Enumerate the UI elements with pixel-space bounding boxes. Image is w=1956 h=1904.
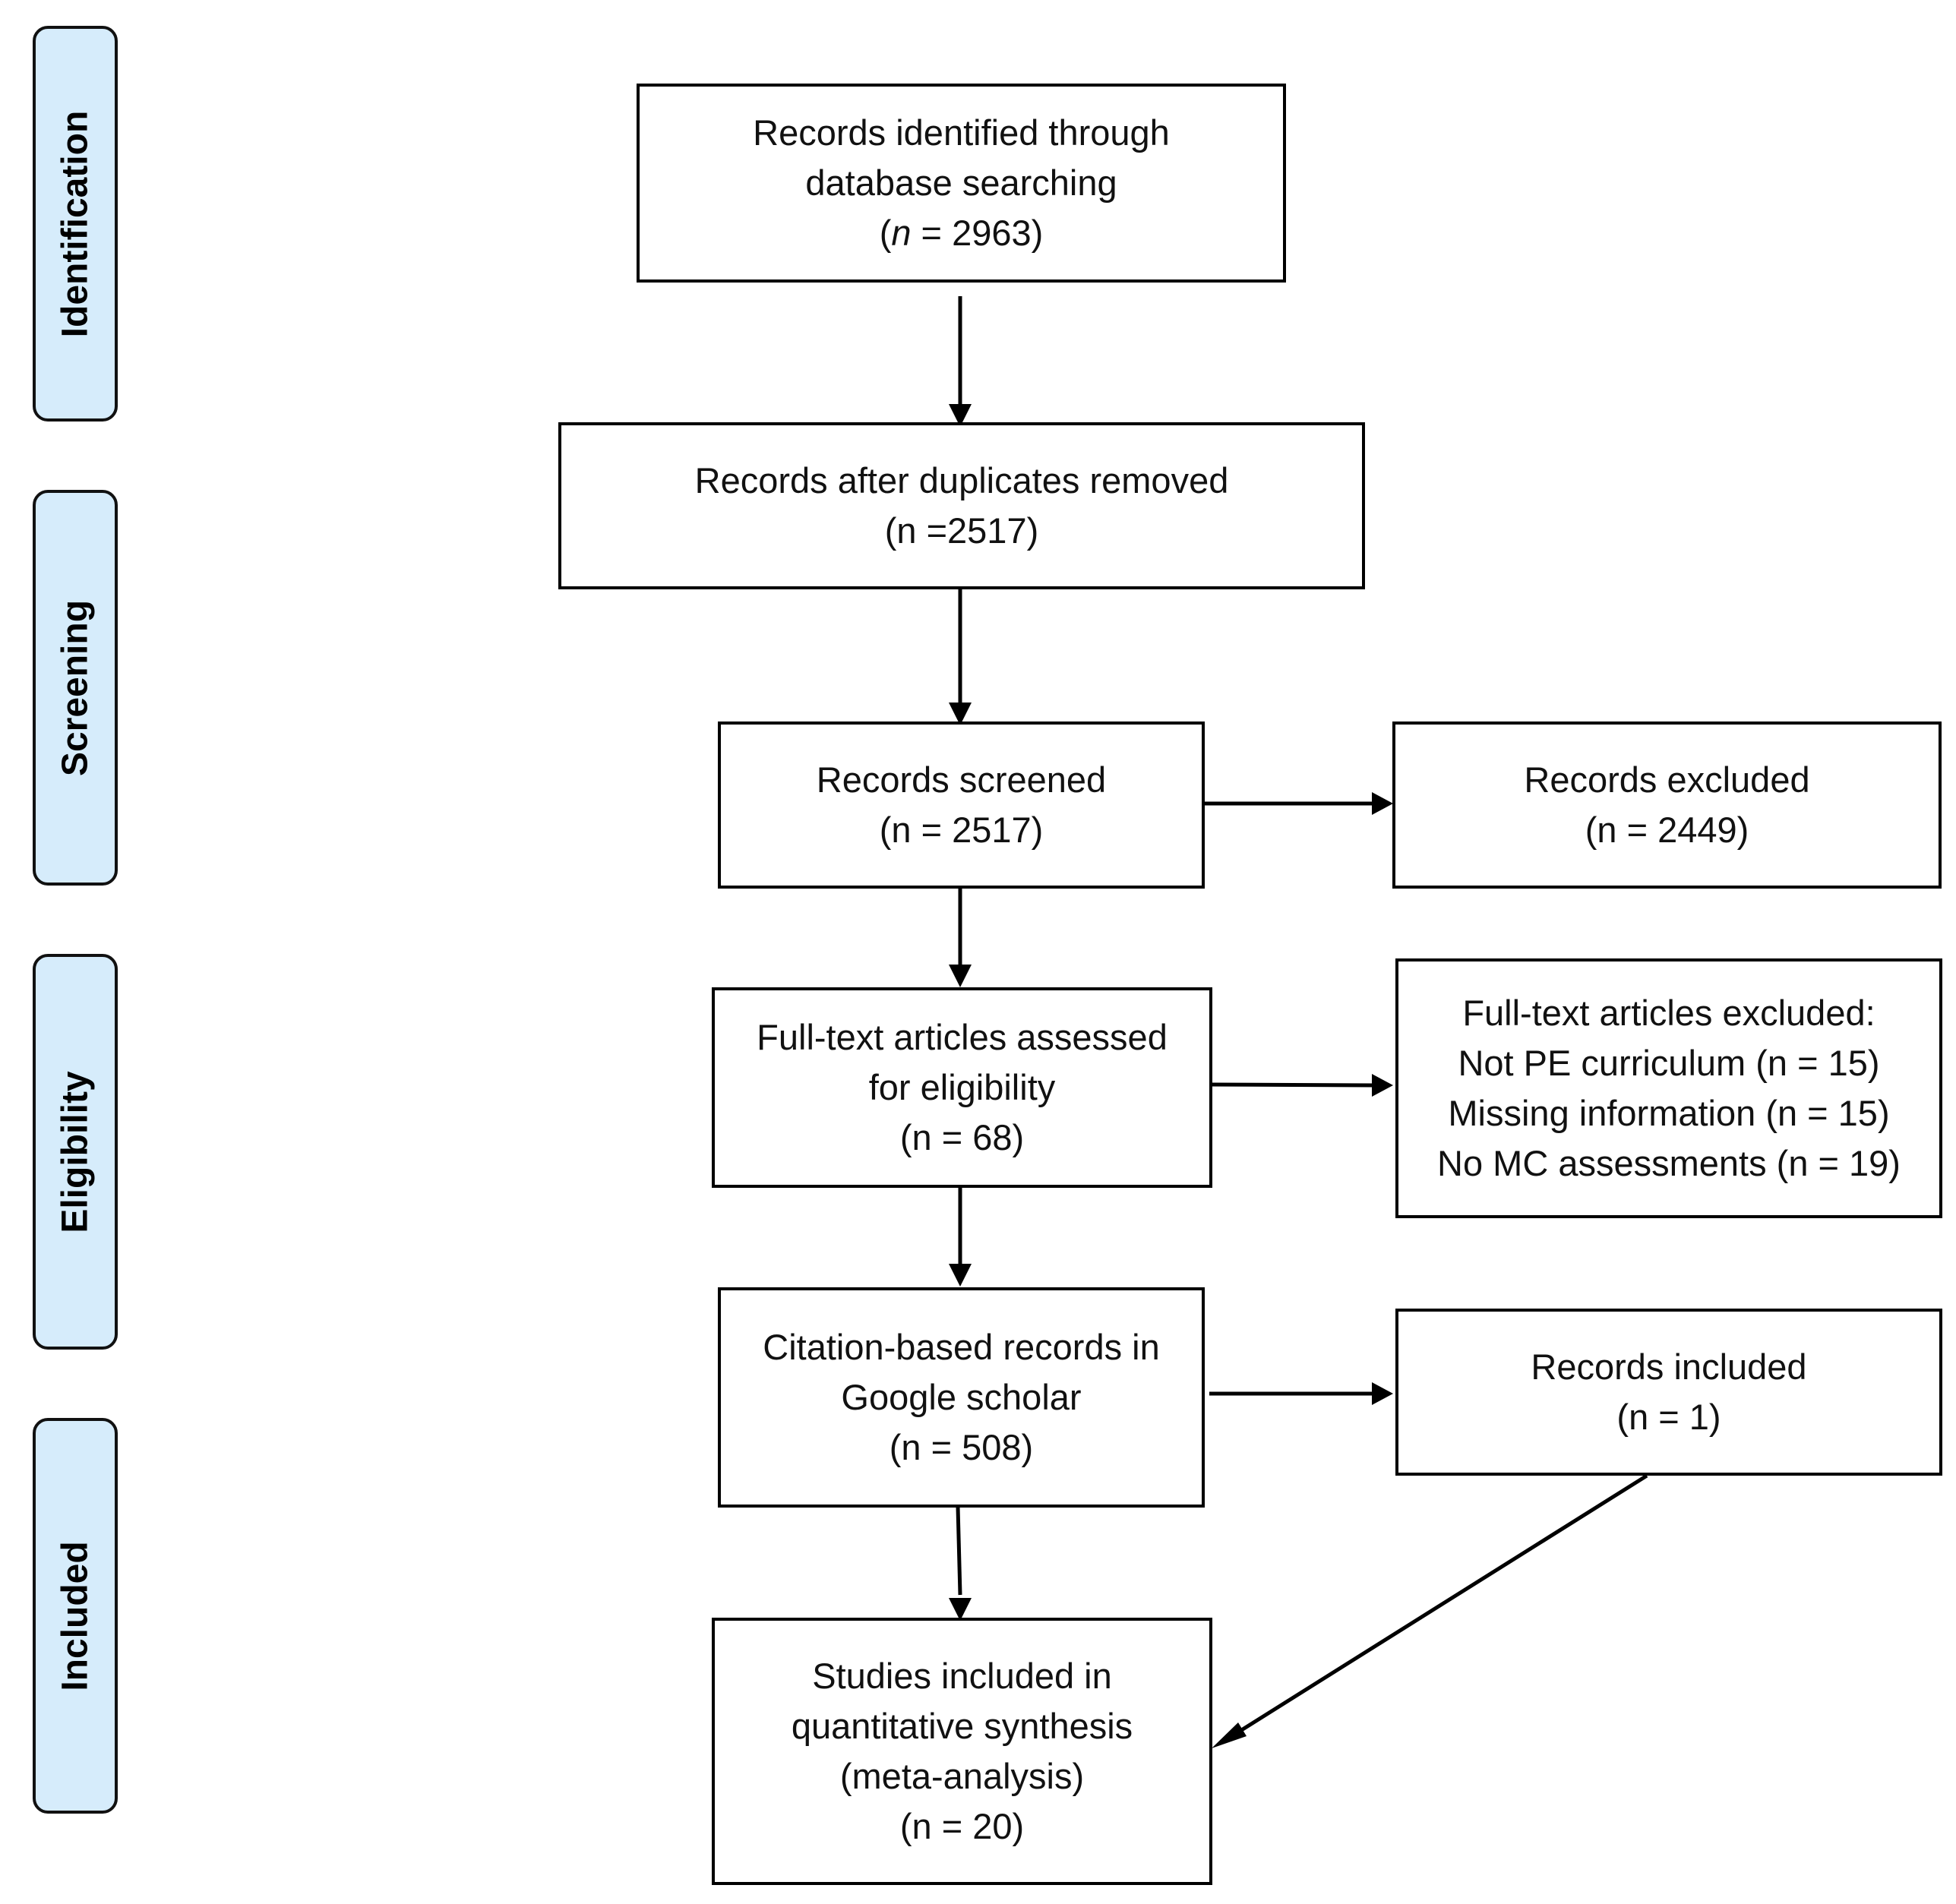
- box-citation-records-count: (n = 508): [889, 1427, 1034, 1467]
- box-studies-included-line3: (meta-analysis): [839, 1756, 1085, 1796]
- box-fulltext-excluded-reason: Not PE curriculum (n = 15): [1458, 1043, 1880, 1083]
- box-records-excluded: Records excluded (n = 2449): [1392, 721, 1942, 889]
- arrowhead-down: [949, 1598, 972, 1621]
- arrowhead-down: [949, 965, 972, 987]
- box-studies-included-line1: Studies included in: [812, 1656, 1112, 1696]
- box-fulltext-assessed: Full-text articles assessed for eligibil…: [712, 987, 1212, 1188]
- arrowhead-down: [949, 404, 972, 427]
- arrowhead-right: [1372, 1074, 1393, 1097]
- phase-screening: Screening: [33, 490, 118, 886]
- box-records-included: Records included (n = 1): [1395, 1309, 1942, 1476]
- arrowhead-right: [1372, 1382, 1393, 1405]
- arrowhead-down: [949, 703, 972, 725]
- box-records-identified-count: (n = 2963): [879, 213, 1044, 253]
- box-studies-included-line2: quantitative synthesis: [791, 1706, 1133, 1746]
- box-records-identified-line1: Records identified through: [753, 112, 1170, 153]
- phase-included-label: Included: [55, 1540, 96, 1691]
- box-fulltext-excluded: Full-text articles excluded: Not PE curr…: [1395, 958, 1942, 1218]
- box-records-deduplicated-line1: Records after duplicates removed: [694, 460, 1229, 500]
- box-fulltext-excluded-reason: Missing information (n = 15): [1448, 1093, 1890, 1133]
- phase-identification-label: Identification: [55, 110, 96, 337]
- box-records-screened-count: (n = 2517): [879, 810, 1044, 850]
- box-fulltext-excluded-reason: No MC assessments (n = 19): [1437, 1143, 1901, 1183]
- phase-included: Included: [33, 1418, 118, 1814]
- box-fulltext-assessed-line2: for eligibility: [868, 1067, 1056, 1107]
- box-citation-records-line2: Google scholar: [841, 1377, 1082, 1417]
- box-studies-included: Studies included in quantitative synthes…: [712, 1618, 1212, 1885]
- box-citation-records: Citation-based records in Google scholar…: [718, 1287, 1205, 1508]
- box-records-deduplicated: Records after duplicates removed (n =251…: [558, 422, 1365, 589]
- arrowhead-down: [949, 1264, 972, 1287]
- box-records-excluded-line1: Records excluded: [1524, 759, 1810, 800]
- arrowhead-right: [1372, 792, 1393, 815]
- box-records-deduplicated-count: (n =2517): [884, 510, 1039, 551]
- box-records-identified-line2: database searching: [805, 163, 1117, 203]
- arrow-records-included-to-studies-included: [1229, 1473, 1648, 1739]
- box-records-identified: Records identified through database sear…: [637, 84, 1286, 283]
- phase-identification: Identification: [33, 26, 118, 422]
- arrow-citation-to-studies-included: [956, 1506, 962, 1596]
- box-fulltext-assessed-line1: Full-text articles assessed: [757, 1017, 1168, 1057]
- box-records-excluded-count: (n = 2449): [1585, 810, 1749, 850]
- box-records-screened: Records screened (n = 2517): [718, 721, 1205, 889]
- box-records-included-count: (n = 1): [1616, 1397, 1721, 1437]
- box-records-included-line1: Records included: [1531, 1347, 1807, 1387]
- box-studies-included-count: (n = 20): [899, 1806, 1025, 1846]
- box-records-screened-line1: Records screened: [816, 759, 1107, 800]
- phase-eligibility: Eligibility: [33, 954, 118, 1350]
- phase-screening-label: Screening: [55, 599, 96, 776]
- box-fulltext-assessed-count: (n = 68): [899, 1117, 1025, 1157]
- phase-eligibility-label: Eligibility: [55, 1070, 96, 1233]
- arrowhead-diagonal: [1212, 1722, 1247, 1748]
- box-citation-records-line1: Citation-based records in: [763, 1327, 1160, 1367]
- box-fulltext-excluded-heading: Full-text articles excluded:: [1462, 993, 1875, 1033]
